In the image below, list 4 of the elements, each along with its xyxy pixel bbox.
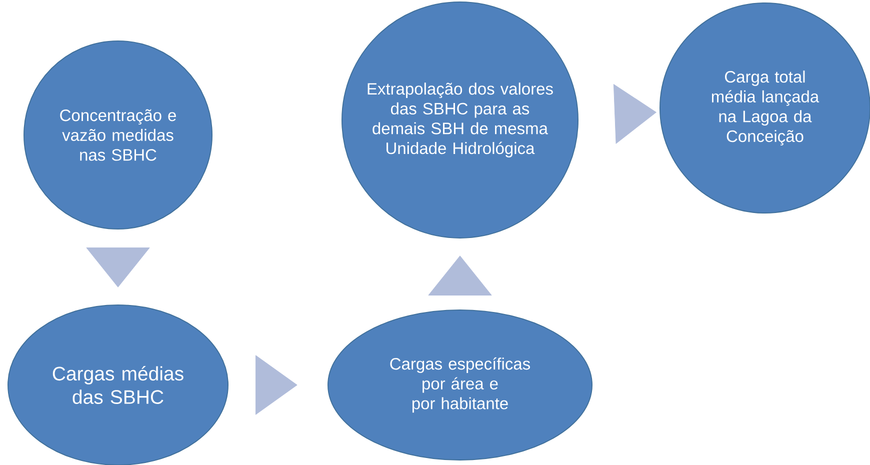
- chevron-arrow: [86, 247, 150, 288]
- chevron-arrow: [428, 256, 492, 296]
- chevron-arrow: [613, 84, 656, 144]
- chevron-arrow: [255, 355, 298, 415]
